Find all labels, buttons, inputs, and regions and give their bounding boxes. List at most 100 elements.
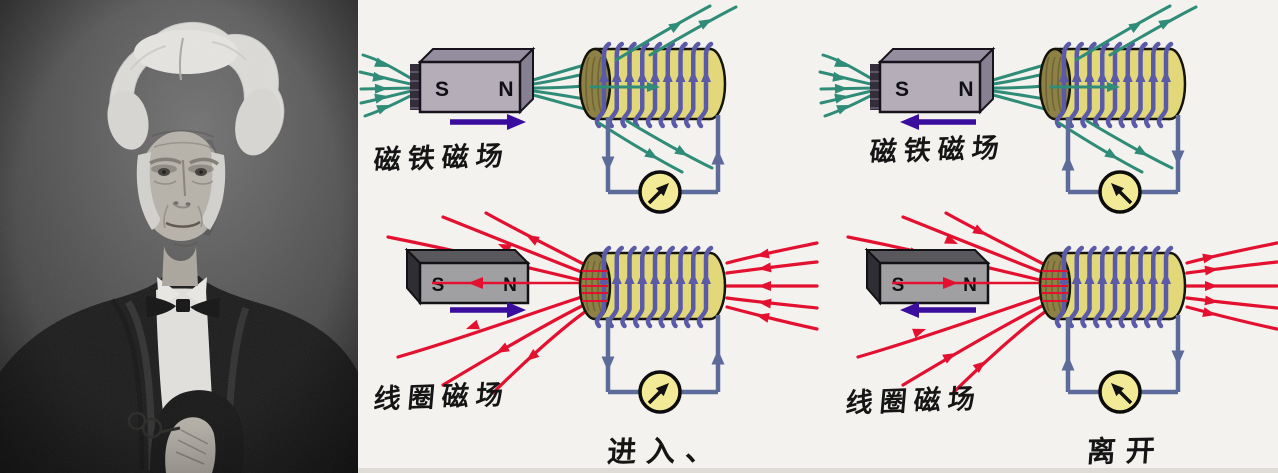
field-arrowhead-icon <box>834 83 848 94</box>
winding-arrowhead-icon <box>1071 272 1082 284</box>
winding-arrowhead-icon <box>1161 70 1171 82</box>
field-arrowhead-icon <box>758 281 771 291</box>
winding-arrowhead-icon <box>1084 70 1095 82</box>
needle-arrowhead-icon <box>1111 183 1125 197</box>
field-arrowhead-icon <box>756 313 770 323</box>
diagram-caption: 磁铁磁场 <box>372 140 512 176</box>
wire-arrowhead-icon <box>601 356 615 372</box>
coil-windings <box>1054 245 1174 329</box>
winding-arrowhead-icon <box>701 272 711 284</box>
needle-arrowhead-icon <box>655 383 669 397</box>
wire-arrowhead-icon <box>1061 155 1075 171</box>
winding-arrowhead-icon <box>1059 70 1069 82</box>
needle-arrowhead-icon <box>655 183 669 197</box>
circuit-wires <box>1061 315 1185 395</box>
wire-arrowhead-icon <box>1171 350 1185 366</box>
field-arrowhead-icon <box>374 57 388 67</box>
wire-arrowhead-icon <box>1061 355 1075 371</box>
field-arrowhead-icon <box>674 145 688 156</box>
winding-arrowhead-icon <box>662 70 673 82</box>
faraday-portrait <box>0 0 358 473</box>
winding-arrowhead-icon <box>611 272 622 284</box>
winding-arrowhead-icon <box>701 70 711 82</box>
winding-arrowhead-icon <box>688 70 699 82</box>
winding-arrowhead-icon <box>1110 70 1120 82</box>
field-arrowhead-icon <box>832 71 846 82</box>
field-arrowhead-icon <box>834 57 848 67</box>
field-arrowhead-icon <box>1158 19 1172 30</box>
winding-arrowhead-icon <box>675 272 686 284</box>
coil-windings <box>594 245 714 329</box>
winding-arrowhead-icon <box>650 272 660 284</box>
magnet-pole-label: S <box>895 78 909 101</box>
needle-arrowhead-icon <box>1111 383 1125 397</box>
axis-field-line <box>892 277 1050 289</box>
galvanometer <box>638 170 682 214</box>
diagram-caption: 线圈磁场 <box>372 379 512 415</box>
field-arrowhead-icon <box>526 235 540 246</box>
magnet-motion-arrow <box>450 302 526 318</box>
motion-arrowhead-icon <box>507 114 526 130</box>
field-arrowhead-icon <box>1204 265 1218 276</box>
winding-arrowhead-icon <box>1135 70 1146 82</box>
coil-windings <box>1054 41 1174 129</box>
field-arrowhead-icon <box>698 19 712 30</box>
galvanometer <box>638 370 682 414</box>
winding-arrowhead-icon <box>611 70 622 82</box>
field-arrowhead-icon <box>468 277 483 289</box>
winding-arrowhead-icon <box>599 70 609 82</box>
circuit-wires <box>601 115 725 195</box>
field-arrowhead-icon <box>644 148 658 159</box>
winding-arrowhead-icon <box>1135 272 1146 284</box>
field-arrowhead-icon <box>374 93 388 104</box>
field-arrowhead-icon <box>526 349 540 361</box>
cap-field-lines <box>1042 270 1068 302</box>
field-arrowhead-icon <box>1128 22 1142 33</box>
field-arrowhead-icon <box>1205 281 1218 291</box>
winding-arrowhead-icon <box>624 70 635 82</box>
field-arrowhead-icon <box>1202 253 1216 264</box>
winding-arrowhead-icon <box>637 70 648 82</box>
wire-arrowhead-icon <box>711 349 725 365</box>
field-arrowhead-icon <box>376 105 390 115</box>
field-arrowhead-icon <box>1134 145 1148 156</box>
magnet-motion-arrow <box>900 302 976 318</box>
field-arrowhead-icon <box>1104 148 1118 159</box>
winding-arrowhead-icon <box>637 272 648 284</box>
circuit-wires <box>1061 115 1185 195</box>
axis-field-line <box>432 277 590 289</box>
winding-arrowhead-icon <box>662 272 673 284</box>
field-arrowhead-icon <box>374 83 388 94</box>
winding-arrowhead-icon <box>650 70 660 82</box>
motion-arrowhead-icon <box>507 302 526 318</box>
diagram-subcaption: 离开 <box>1085 435 1166 469</box>
field-arrowhead-icon <box>647 82 660 92</box>
magnet-pole-label: S <box>892 275 905 296</box>
field-arrowhead-icon <box>1107 82 1120 92</box>
magnet-pole-label: S <box>432 275 445 296</box>
winding-arrowhead-icon <box>1122 70 1133 82</box>
winding-arrowhead-icon <box>1161 272 1171 284</box>
field-arrowhead-icon <box>756 248 770 259</box>
field-arrowhead-icon <box>942 353 956 364</box>
winding-arrowhead-icon <box>675 70 686 82</box>
field-arrowhead-icon <box>972 224 986 235</box>
winding-arrowhead-icon <box>1084 272 1095 284</box>
magnet-pole-label: N <box>498 78 513 101</box>
winding-arrowhead-icon <box>1148 70 1159 82</box>
wire-arrowhead-icon <box>711 149 725 165</box>
field-arrowhead-icon <box>834 93 848 104</box>
magnet-pole-label: N <box>503 275 517 296</box>
magnet-pole-label: N <box>963 275 977 296</box>
field-arrowhead-icon <box>1204 295 1218 306</box>
